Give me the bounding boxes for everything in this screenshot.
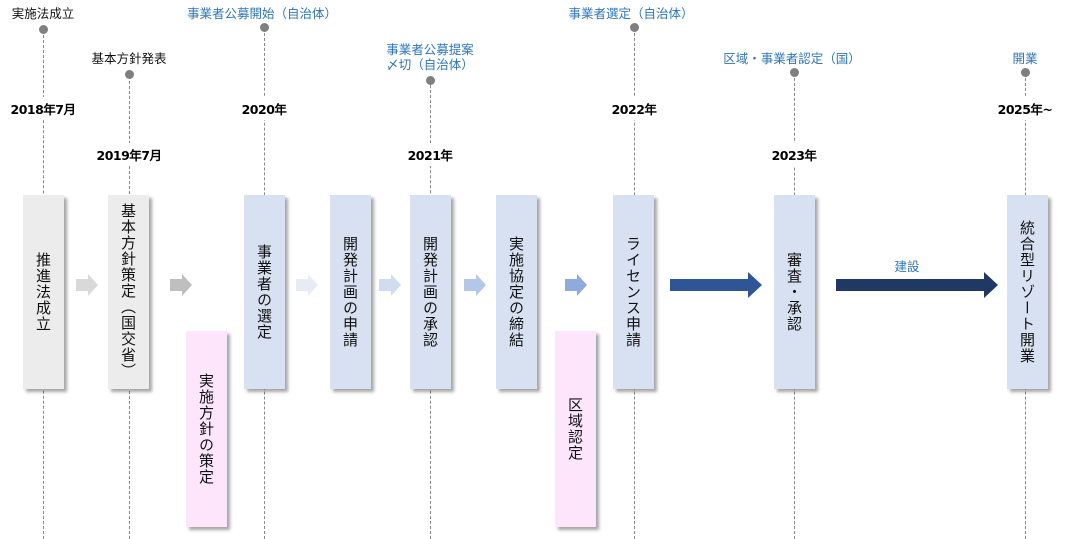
milestone-dot <box>1021 68 1030 77</box>
event-label-line: 事業者公募提案 <box>386 42 474 57</box>
step-box: 実施協定の締結 <box>496 195 537 389</box>
step-box: 推進法成立 <box>23 195 64 389</box>
step-label: 実施協定の締結 <box>507 236 525 348</box>
flow-arrow <box>379 274 401 296</box>
milestone-dot <box>125 70 134 79</box>
step-label: ライセンス申請 <box>624 236 642 348</box>
date-label: 2025年~ <box>995 97 1055 120</box>
step-label: 実施方針の策定 <box>197 373 215 485</box>
step-label: 統合型リゾート開業 <box>1018 220 1036 364</box>
step-label: 開発計画の申請 <box>341 236 359 348</box>
step-label: 事業者の選定 <box>255 244 273 340</box>
step-label: 区域認定 <box>566 397 584 461</box>
arrow-shape <box>296 274 318 296</box>
flow-arrow <box>76 274 98 296</box>
arrow-shape <box>379 274 401 296</box>
step-box: 審査・承認 <box>774 195 815 389</box>
step-box: 開発計画の承認 <box>410 195 451 389</box>
step-label: 推進法成立 <box>34 252 52 332</box>
event-label: 事業者公募開始（自治体） <box>186 6 338 21</box>
flow-arrow <box>565 274 587 296</box>
step-label: 開発計画の承認 <box>421 236 439 348</box>
step-box: ライセンス申請 <box>613 195 654 389</box>
step-label: 基本方針策定（国交省） <box>119 203 137 379</box>
step-box: 統合型リゾート開業 <box>1007 195 1048 389</box>
step-box: 開発計画の申請 <box>330 195 371 389</box>
step-box: 区域認定 <box>555 331 596 527</box>
arrow-shape <box>670 272 762 298</box>
flow-arrow <box>670 272 762 298</box>
event-label: 基本方針発表 <box>91 51 167 66</box>
date-label: 2022年 <box>609 97 659 120</box>
milestone-dot <box>260 23 269 32</box>
date-label: 2019年7月 <box>94 143 164 166</box>
arrow-shape <box>76 274 98 296</box>
event-label: 事業者公募提案 〆切（自治体） <box>386 42 474 72</box>
flow-arrow <box>464 274 486 296</box>
flow-arrow <box>170 274 192 296</box>
event-label: 区域・事業者認定（国） <box>723 51 861 66</box>
event-label: 実施法成立 <box>11 6 75 21</box>
event-label-line: 〆切（自治体） <box>386 57 474 72</box>
milestone-dot <box>790 68 799 77</box>
date-label: 2018年7月 <box>8 97 78 120</box>
milestone-dot <box>39 25 48 34</box>
construction-label: 建設 <box>894 259 920 274</box>
step-box: 実施方針の策定 <box>186 331 227 527</box>
step-box: 事業者の選定 <box>244 195 285 389</box>
arrow-shape <box>170 274 192 296</box>
step-label: 審査・承認 <box>785 252 803 332</box>
milestone-dot <box>426 76 435 85</box>
flow-arrow <box>296 274 318 296</box>
construction-arrow <box>836 272 998 298</box>
arrow-shape <box>836 272 998 298</box>
milestone-dot <box>630 23 639 32</box>
date-label: 2023年 <box>769 143 819 166</box>
event-label: 開業 <box>1012 51 1038 66</box>
arrow-shape <box>464 274 486 296</box>
arrow-shape <box>565 274 587 296</box>
date-label: 2020年 <box>239 97 289 120</box>
step-box: 基本方針策定（国交省） <box>108 195 149 389</box>
event-label: 事業者選定（自治体） <box>568 6 694 21</box>
date-label: 2021年 <box>405 143 455 166</box>
